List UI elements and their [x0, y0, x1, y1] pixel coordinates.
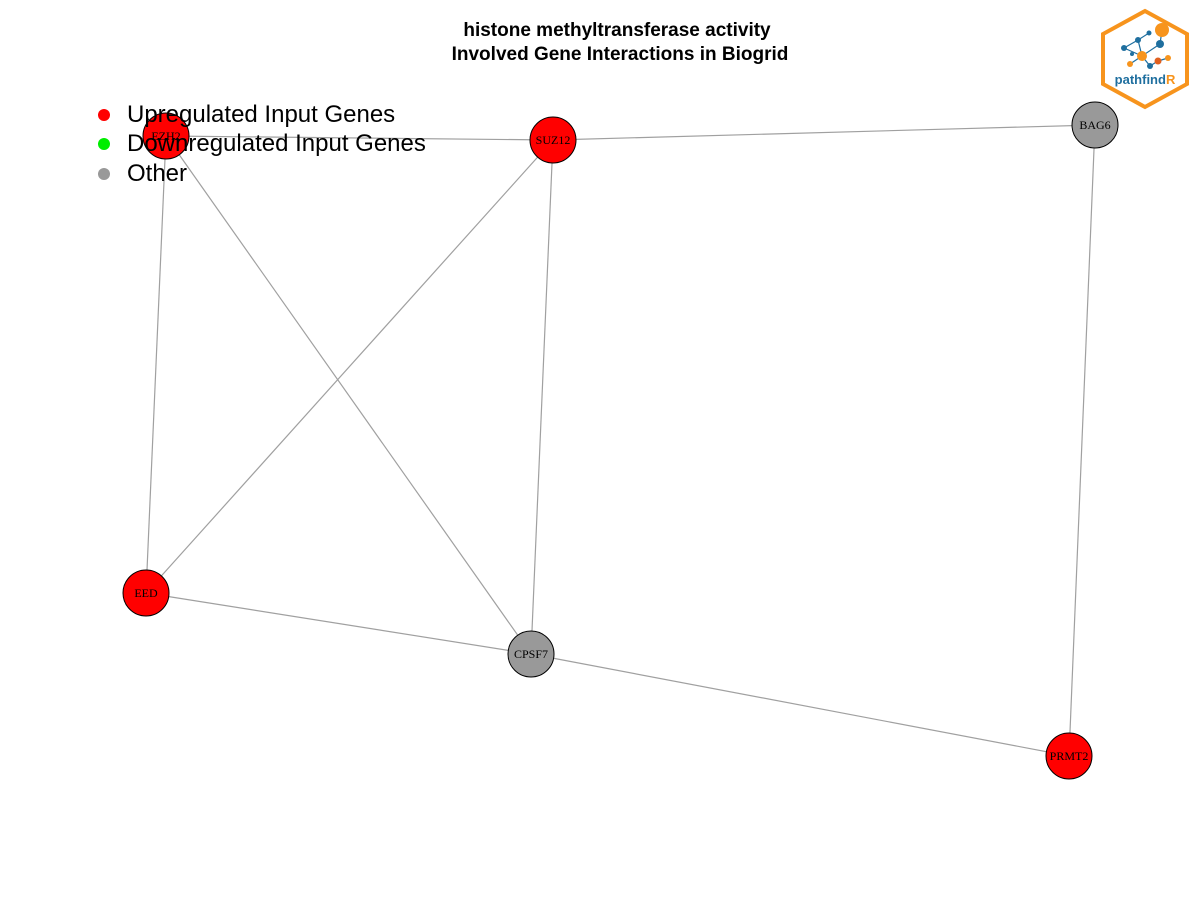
- node-circle-eed: [122, 569, 170, 617]
- legend-dot-downregulated-icon: [98, 138, 110, 150]
- legend-label-upregulated: Upregulated Input Genes: [127, 101, 396, 128]
- node-label-ezh2: EZH2: [151, 129, 180, 143]
- node-cpsf7: CPSF7: [507, 630, 555, 678]
- legend-item-other: Other: [98, 160, 187, 188]
- node-suz12: SUZ12: [529, 116, 577, 164]
- edge-suz12-bag6: [552, 124, 1096, 141]
- edge-ezh2-eed: [145, 135, 167, 594]
- node-prmt2: PRMT2: [1045, 732, 1093, 780]
- figure-title-line-2: Involved Gene Interactions in Biogrid: [451, 44, 789, 65]
- edge-suz12-cpsf7: [530, 139, 554, 655]
- edge-bag6-prmt2: [1068, 124, 1096, 757]
- node-circle-ezh2: [142, 112, 190, 160]
- legend-item-downregulated: Downregulated Input Genes: [98, 130, 426, 158]
- node-circle-prmt2: [1045, 732, 1093, 780]
- node-label-prmt2: PRMT2: [1050, 749, 1089, 763]
- edge-cpsf7-prmt2: [530, 653, 1070, 757]
- node-circle-suz12: [529, 116, 577, 164]
- node-bag6: BAG6: [1071, 101, 1119, 149]
- legend-dot-upregulated-icon: [98, 109, 110, 121]
- legend-label-downregulated: Downregulated Input Genes: [127, 130, 426, 157]
- legend-item-upregulated: Upregulated Input Genes: [98, 101, 395, 129]
- node-label-bag6: BAG6: [1079, 118, 1110, 132]
- pathfindr-logo: pathfindR: [1101, 8, 1189, 110]
- node-circle-bag6: [1071, 101, 1119, 149]
- logo-wordmark: pathfindR: [1115, 72, 1176, 87]
- node-label-eed: EED: [134, 586, 158, 600]
- node-label-suz12: SUZ12: [536, 133, 571, 147]
- legend-label-other: Other: [127, 160, 188, 187]
- legend-dot-other-icon: [98, 168, 110, 180]
- node-eed: EED: [122, 569, 170, 617]
- edges-layer: [145, 124, 1096, 757]
- node-circle-cpsf7: [507, 630, 555, 678]
- node-label-cpsf7: CPSF7: [514, 647, 548, 661]
- edge-ezh2-cpsf7: [165, 135, 532, 655]
- edge-suz12-eed: [145, 139, 554, 594]
- edge-eed-cpsf7: [145, 592, 532, 655]
- node-ezh2: EZH2: [142, 112, 190, 160]
- logo-network-icon: [1121, 23, 1171, 69]
- figure-title-line-1: histone methyltransferase activity: [463, 20, 771, 41]
- edge-ezh2-suz12: [165, 135, 554, 141]
